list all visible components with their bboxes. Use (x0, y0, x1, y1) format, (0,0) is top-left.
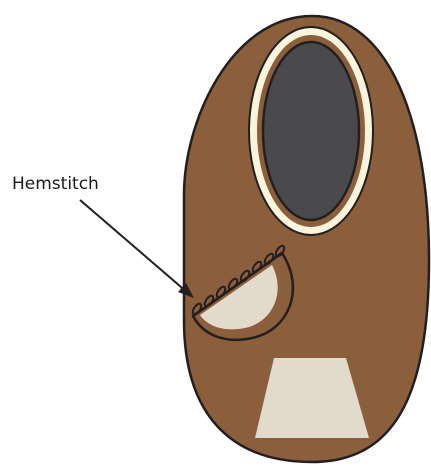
window-glass (263, 42, 359, 220)
pointer-arrow (80, 200, 194, 298)
pointer-arrow-line (80, 200, 188, 293)
hemstitch-label: Hemstitch (12, 174, 99, 194)
